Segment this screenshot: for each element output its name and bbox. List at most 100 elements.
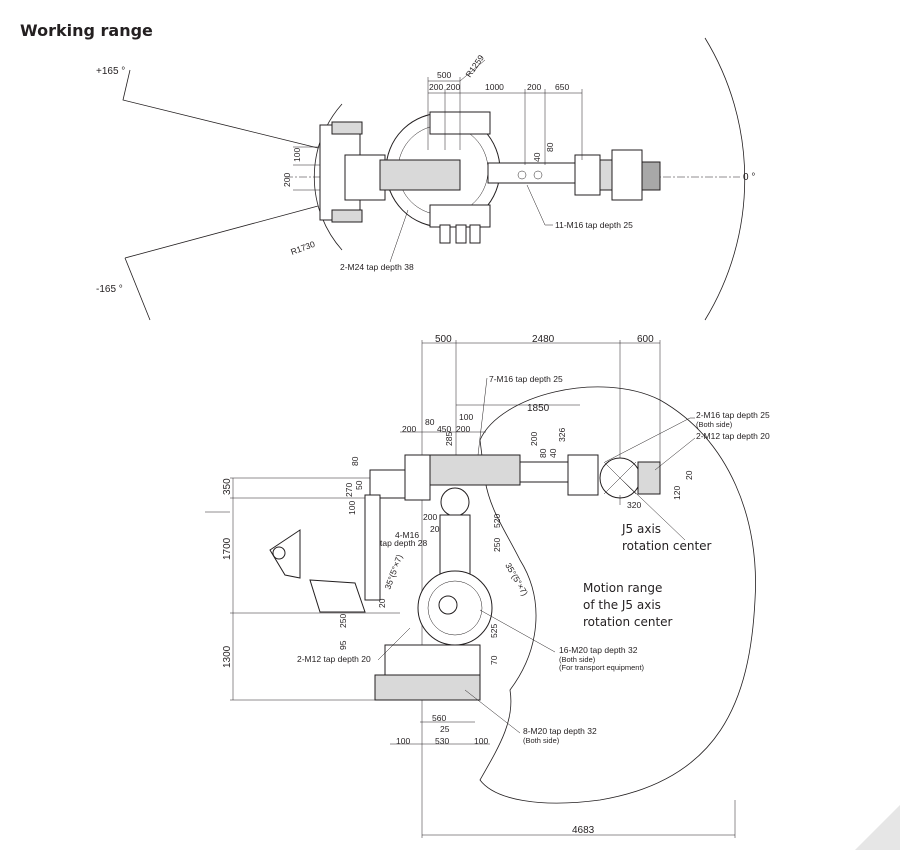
callout-4-m16: 4-M16 bbox=[395, 530, 419, 540]
side-rear-motor-hub bbox=[272, 546, 286, 560]
callout-leader-2m16 bbox=[604, 417, 695, 463]
dim-side-320: 320 bbox=[627, 500, 641, 510]
top-view: 500 200 200 1000 200 650 R1259 40 80 100… bbox=[96, 37, 755, 321]
dim-200-a: 200 bbox=[429, 82, 443, 92]
dim-side-1700: 1700 bbox=[222, 537, 233, 560]
shoulder-housing bbox=[379, 159, 461, 191]
outer-range-arc bbox=[704, 37, 746, 321]
callout-16-m20: 16-M20 tap depth 32 bbox=[559, 645, 638, 655]
dim-side-20c: 20 bbox=[377, 598, 387, 608]
dim-side-100a: 100 bbox=[396, 736, 410, 746]
rear-top-bracket bbox=[331, 121, 363, 135]
dim-side-326: 326 bbox=[557, 428, 567, 442]
callout-leader-11m16 bbox=[526, 184, 553, 226]
callout-2-m16: 2-M16 tap depth 25 bbox=[696, 410, 770, 420]
angle-plus-165: +165 ° bbox=[96, 66, 125, 77]
dim-side-200a: 200 bbox=[402, 424, 416, 434]
side-forearm bbox=[519, 461, 576, 483]
dim-side-500: 500 bbox=[435, 334, 452, 345]
side-view: 500 2480 600 4683 350 1700 1300 80 270 5… bbox=[205, 334, 770, 838]
note-motion-rotation-center: rotation center bbox=[583, 615, 673, 629]
callout-8-m20: 8-M20 tap depth 32 bbox=[523, 726, 597, 736]
note-motion-range: Motion range bbox=[583, 581, 662, 595]
dim-200-c: 200 bbox=[527, 82, 541, 92]
dim-side-50: 50 bbox=[354, 480, 364, 490]
dim-side-80: 80 bbox=[425, 417, 435, 427]
radius-r1259: R1259 bbox=[463, 53, 486, 79]
dim-side-80b: 80 bbox=[538, 448, 548, 458]
dim-side-25: 25 bbox=[440, 724, 450, 734]
dim-side-450: 450 bbox=[437, 424, 451, 434]
forearm-hole-1 bbox=[517, 170, 527, 180]
callout-16-m20-transport: (For transport equipment) bbox=[559, 663, 645, 672]
note-j5-rotation-center: rotation center bbox=[622, 539, 712, 553]
callout-2-m12-side: 2-M12 tap depth 20 bbox=[297, 654, 371, 664]
note-of-j5-axis: of the J5 axis bbox=[583, 598, 661, 612]
callout-16-m20-both: (Both side) bbox=[559, 655, 596, 664]
callout-leader-7m16 bbox=[477, 377, 488, 456]
page-title: Working range bbox=[20, 21, 153, 40]
dim-side-200d: 200 bbox=[423, 512, 437, 522]
dim-40: 40 bbox=[532, 152, 542, 162]
motor-box bbox=[344, 154, 386, 201]
dim-side-70: 70 bbox=[489, 655, 499, 665]
angle-zero: 0 ° bbox=[743, 172, 755, 183]
dim-side-270: 270 bbox=[344, 483, 354, 497]
dim-side-350: 350 bbox=[222, 478, 233, 495]
dim-side-120: 120 bbox=[672, 486, 682, 500]
callout-4-m16-depth: tap depth 28 bbox=[380, 538, 428, 548]
dim-200-v: 200 bbox=[282, 173, 292, 187]
j5-motion-range bbox=[479, 386, 756, 804]
callout-2-m16-both: (Both side) bbox=[696, 420, 733, 429]
wrist-head bbox=[611, 149, 643, 201]
cylinder-2 bbox=[455, 224, 467, 244]
dim-side-600: 600 bbox=[637, 334, 654, 345]
dim-side-560: 560 bbox=[432, 713, 446, 723]
cylinder-1 bbox=[439, 224, 451, 244]
callout-leader-16m20 bbox=[479, 609, 556, 653]
wrist-flange bbox=[574, 154, 601, 196]
side-base-plate bbox=[374, 674, 481, 701]
angle-right-35: 35°(5°×7) bbox=[503, 561, 530, 598]
dim-side-20b: 20 bbox=[684, 470, 694, 480]
dim-side-200c: 200 bbox=[529, 432, 539, 446]
side-base bbox=[384, 644, 481, 676]
dim-side-525: 525 bbox=[489, 624, 499, 638]
dim-80: 80 bbox=[545, 142, 555, 152]
dim-side-1850: 1850 bbox=[527, 403, 550, 414]
callout-2-m24: 2-M24 tap depth 38 bbox=[340, 262, 414, 272]
dim-200-b: 200 bbox=[446, 82, 460, 92]
j5-leader bbox=[619, 477, 686, 541]
angle-left-35: 35°(5°×7) bbox=[382, 553, 404, 591]
dim-side-40: 40 bbox=[548, 448, 558, 458]
side-shoulder-block bbox=[404, 454, 431, 501]
radius-r1730: R1730 bbox=[289, 239, 316, 257]
dim-side-250b: 250 bbox=[338, 614, 348, 628]
dim-500: 500 bbox=[437, 70, 451, 80]
callout-leader-8m20 bbox=[464, 689, 521, 734]
dim-side-200b: 200 bbox=[456, 424, 470, 434]
callout-11-m16: 11-M16 tap depth 25 bbox=[555, 220, 633, 230]
angle-minus-165: -165 ° bbox=[96, 284, 123, 295]
minus-165-boundary-lower bbox=[124, 257, 151, 321]
dim-side-20: 20 bbox=[430, 524, 440, 534]
callout-leader-2m12-top bbox=[654, 437, 696, 471]
forearm bbox=[487, 162, 579, 184]
corner-fold bbox=[855, 805, 900, 850]
dim-side-250: 250 bbox=[492, 538, 502, 552]
forearm-hole-2 bbox=[533, 170, 543, 180]
dim-side-4683: 4683 bbox=[572, 825, 595, 836]
dim-side-100b: 100 bbox=[474, 736, 488, 746]
dim-side-2480: 2480 bbox=[532, 334, 555, 345]
side-upper-arm bbox=[429, 454, 521, 486]
side-end-flange bbox=[637, 461, 661, 495]
callout-8-m20-both: (Both side) bbox=[523, 736, 560, 745]
dim-side-80v: 80 bbox=[350, 456, 360, 466]
upper-arm-bottom bbox=[429, 204, 491, 228]
dim-side-285: 285 bbox=[444, 432, 454, 446]
callout-leader-2m12-side bbox=[377, 627, 411, 661]
cylinder-3 bbox=[469, 224, 481, 244]
dim-side-1300: 1300 bbox=[222, 645, 233, 668]
